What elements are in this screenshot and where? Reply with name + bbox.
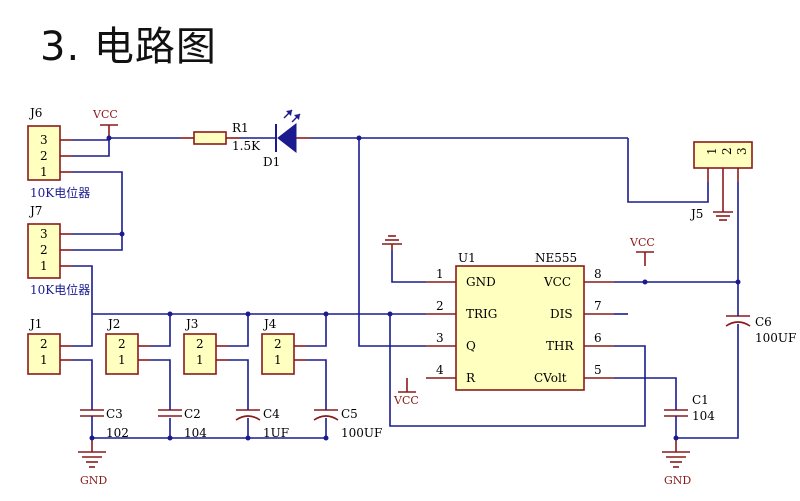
j1-body [27,333,61,375]
u1-pinnum-6: 6 [594,331,602,345]
j7-pin-1: 1 [40,259,48,273]
gnd-right-label: GND [664,474,691,487]
j5-ground-symbol [713,182,733,221]
j5-pin-1: 1 [705,147,719,155]
junction-dots [89,135,741,441]
u1-pin-gnd: GND [466,275,496,289]
d1-led [277,122,297,154]
u1-label: U1 [458,251,476,265]
c3-value: 102 [106,426,129,440]
c4-value: 1UF [263,426,289,440]
j7-pot-label: 10K电位器 [30,282,90,297]
u1-pinnum-1: 1 [436,267,444,281]
c2-value: 104 [184,426,207,440]
gnd-left-label: GND [80,474,107,487]
j3-body [183,333,217,375]
c1-value: 104 [692,409,715,423]
j5-pin-2: 2 [720,147,734,155]
c3-label: C3 [106,407,123,421]
j6-pin-1: 1 [40,165,48,179]
j2-body [105,333,139,375]
u1-pin-dis: DIS [550,307,573,321]
u1-pin-q: Q [466,339,476,353]
j3-pin-1: 1 [196,353,204,367]
j5-body [693,141,753,169]
r1-value: 1.5K [232,139,261,153]
u1-gnd-symbol [382,235,402,250]
u1-pin-thr: THR [546,339,574,353]
c1-capacitor [664,409,688,417]
c5-label: C5 [341,407,358,421]
u1-ne555-chip [455,265,585,391]
j4-pin-1: 1 [274,353,282,367]
vcc-pin4-label: VCC [393,394,419,407]
j3-label: J3 [184,317,198,331]
j6-pot-label: 10K电位器 [30,185,90,200]
gnd-left-symbol [78,438,106,468]
j6-pin-2: 2 [40,149,48,163]
r1-resistor [193,131,227,145]
j7-body [27,223,61,279]
j2-pin-2: 2 [118,337,126,351]
c6-value: 100UF [755,331,796,345]
vcc-top-label: VCC [92,108,118,121]
u1-pinnum-2: 2 [436,299,444,313]
u1-pinnum-5: 5 [594,363,602,377]
c3-capacitor [80,409,104,417]
wires [72,137,739,439]
u1-pinnum-8: 8 [594,267,602,281]
j1-label: J1 [28,317,42,331]
c4-label: C4 [263,407,280,421]
vcc-pin8-label: VCC [629,236,655,249]
j4-label: J4 [262,317,277,331]
j6-body [27,125,61,181]
u1-pin-cvolt: CVolt [534,371,567,385]
c2-capacitor [158,409,182,417]
u1-pinnum-4: 4 [436,363,444,377]
j1-pin-2: 2 [40,337,48,351]
c6-label: C6 [755,315,772,329]
j5-pin-3: 3 [735,147,749,155]
j2-pin-1: 1 [118,353,126,367]
j7-pin-3: 3 [40,227,48,241]
j2-label: J2 [106,317,120,331]
j7-pin-2: 2 [40,243,48,257]
u1-pinnum-7: 7 [594,299,602,313]
page-title: 3. 电路图 [40,24,217,70]
u1-pin-trig: TRIG [466,307,497,321]
j6-pin-3: 3 [40,133,48,147]
j4-body [261,333,295,375]
j4-pin-2: 2 [274,337,282,351]
gnd-right-symbol [662,438,690,468]
d1-label: D1 [263,155,280,169]
j1-pin-1: 1 [40,353,48,367]
j5-label: J5 [689,207,703,221]
u1-pinnum-3: 3 [436,331,444,345]
c2-label: C2 [184,407,201,421]
j6-label: J6 [28,106,42,120]
j7-label: J7 [28,204,42,218]
r1-label: R1 [232,121,249,135]
j3-pin-2: 2 [196,337,204,351]
c1-label: C1 [692,393,709,407]
c5-value: 100UF [341,426,382,440]
u1-pin-r: R [466,371,476,385]
u1-pin-vcc: VCC [543,275,571,289]
ne555-label: NE555 [535,251,577,265]
